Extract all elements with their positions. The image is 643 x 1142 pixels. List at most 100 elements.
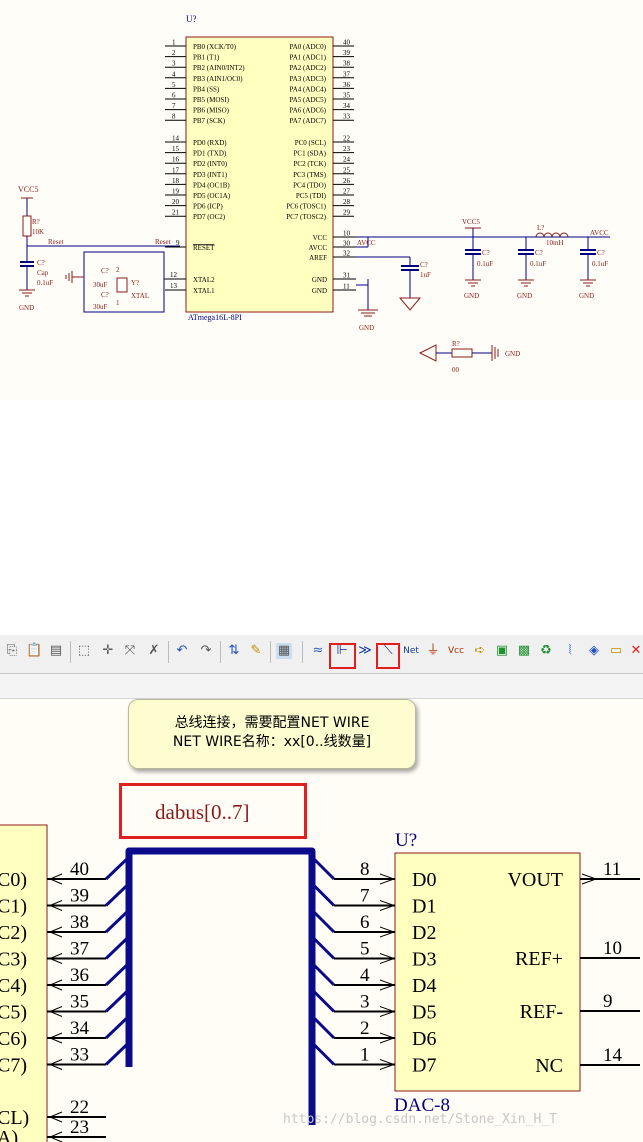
mcu-right-pin-number: 38	[343, 60, 351, 68]
mcu-left-pin-name: PB4 (SS)	[193, 85, 220, 93]
mcu-right-pin-number: 33	[343, 113, 351, 121]
aref-cap-designator: C?	[420, 261, 428, 269]
mcu-right-pin-name: PC3 (TMS)	[293, 171, 327, 179]
decoupling-cap-value: 0.1uF	[477, 260, 493, 268]
inductor-coil	[559, 232, 569, 238]
dac-input-pin-arrow	[379, 953, 396, 964]
power-pin-number: 10	[343, 230, 351, 238]
dac-input-pin-name: D0	[412, 869, 436, 891]
select-rect-icon[interactable]: ⬚	[77, 643, 91, 658]
left-part-pin-name: C0)	[0, 869, 27, 891]
avcc-net-label: AVCC	[590, 229, 609, 237]
gnd-port-icon[interactable]: ⏚	[426, 643, 440, 658]
bus-net-label[interactable]: dabus[0..7]	[155, 800, 250, 824]
mcu-part-name: ATmega16L-8PI	[188, 313, 242, 322]
mcu-right-pin-name: PA6 (ADC6)	[290, 107, 327, 115]
dac-input-pin-number: 2	[360, 1018, 370, 1039]
bus-entry-icon[interactable]: ⟍	[383, 643, 393, 658]
mcu-right-pin-name: PA3 (ADC3)	[290, 75, 327, 83]
dac-output-pin-name: NC	[535, 1055, 563, 1077]
left-bus-entry	[104, 882, 131, 907]
left-part-pin-number: 37	[70, 939, 89, 960]
dac-input-pin-arrow	[379, 1032, 396, 1044]
left-part-pin-number: 22	[70, 1097, 89, 1118]
power-pin-name: VCC	[313, 234, 328, 242]
mcu-body	[185, 36, 334, 313]
decoupling-cap-value: 0.1uF	[592, 260, 608, 268]
vcc5-label: VCC5	[462, 218, 480, 226]
bus-line	[125, 847, 316, 1125]
copy-icon[interactable]: ⎘	[6, 643, 18, 658]
dac-output-pin-number: 11	[603, 859, 621, 880]
mcu-right-pin-name: PA4 (ADC4)	[290, 85, 327, 93]
dac-input-pin-number: 6	[360, 912, 370, 933]
r2-gnd-label: GND	[505, 350, 520, 358]
deselect-icon[interactable]: ✗	[148, 643, 160, 658]
sheet-entry-icon[interactable]: ♻	[540, 643, 552, 658]
crystal-pin-b: 2	[116, 266, 120, 274]
hierarchy-icon[interactable]: ⇅	[228, 643, 240, 658]
reset-r-value: 10K	[32, 228, 44, 236]
left-part-pin-name: C6)	[0, 1028, 27, 1050]
power-pin-name: AVCC	[308, 244, 327, 252]
mcu-left-pin-number: 20	[172, 198, 180, 206]
mcu-right-pin-number: 24	[343, 156, 351, 164]
mcu-left-pin-number: 4	[172, 70, 176, 78]
crystal-body	[116, 277, 128, 293]
mcu-left-pin-name: PD5 (OC1A)	[193, 192, 231, 200]
left-part-pin-arrow	[48, 979, 63, 991]
crystal-c1-designator: C?	[101, 267, 109, 275]
dac-input-pin-number: 8	[360, 859, 370, 880]
sheet-symbol-icon[interactable]: ▩	[517, 643, 531, 658]
left-part-pin-arrow	[48, 953, 63, 964]
xtal-pin-name: XTAL1	[193, 287, 215, 295]
left-part-pin-arrow	[48, 1059, 63, 1070]
dac-input-pin-number: 4	[360, 965, 370, 986]
undo-icon[interactable]: ↶	[176, 643, 188, 658]
mcu-left-pin-number: 17	[172, 166, 180, 174]
dac-input-pin-arrow	[379, 926, 396, 938]
move-icon[interactable]: ✛	[102, 643, 114, 658]
mcu-left-pin-name: PD6 (ICP)	[193, 203, 223, 211]
mcu-right-pin-name: PA1 (ADC1)	[290, 54, 327, 62]
bus-entry-highlight	[376, 643, 400, 669]
mcu-left-pin-number: 19	[172, 188, 180, 196]
paste-icon[interactable]: 📋	[26, 643, 43, 658]
dac-bus-entry	[310, 961, 336, 987]
port-icon[interactable]: ➪	[474, 643, 486, 658]
crystal-c1-value: 30uF	[93, 281, 108, 289]
vcc-port-icon[interactable]: Vcc	[447, 646, 465, 656]
left-part-pin-number: 33	[70, 1045, 89, 1066]
select-lasso-icon[interactable]: ⤧	[124, 643, 136, 658]
browse-icon[interactable]: ▦	[276, 643, 292, 659]
crossprobe-icon[interactable]: ✎	[250, 643, 262, 658]
parameter-icon[interactable]: ▭	[609, 643, 623, 658]
no-erc-icon[interactable]: ✕	[630, 643, 642, 658]
place-bus-icon[interactable]: ⊩	[336, 643, 348, 658]
mcu-right-pin-name: PC7 (TOSC2)	[286, 213, 326, 221]
mcu-right-pin-number: 35	[343, 92, 351, 100]
wire-icon[interactable]: ≈	[312, 643, 324, 658]
mcu-gnd-label: GND	[359, 324, 374, 332]
bus-label-highlight	[119, 783, 307, 839]
signal-harness-icon[interactable]: ≫	[358, 643, 372, 658]
mcu-left-pin-name: PD4 (OC1B)	[193, 181, 230, 189]
crystal-c2-designator: C?	[101, 291, 109, 299]
redo-icon[interactable]: ↷	[200, 643, 212, 658]
mcu-right-pin-number: 34	[343, 102, 351, 110]
rubber-stamp-icon[interactable]: ▤	[49, 643, 63, 658]
mcu-right-pin-number: 40	[343, 39, 351, 47]
bus-canvas: C0)40C1)39C2)38C3)37C4)36C5)35C6)34C7)33…	[0, 824, 640, 1142]
net-label-icon[interactable]: Net	[403, 646, 419, 656]
left-part-pin-name: C1)	[0, 896, 27, 918]
device-sheet-icon[interactable]: ⦚	[568, 643, 572, 658]
left-part-pin-number: 40	[70, 859, 89, 880]
dac-input-pin-name: D7	[412, 1055, 436, 1077]
note-line-2: NET WIRE名称：xx[0..线数量]	[172, 734, 372, 750]
mcu-right-pin-name: PC1 (SDA)	[294, 150, 327, 158]
directive-icon[interactable]: ◈	[589, 643, 599, 658]
r2-resistor	[451, 348, 473, 358]
part-icon[interactable]: ▣	[495, 643, 509, 658]
mcu-right-pin-name: PC2 (TCK)	[294, 160, 327, 168]
